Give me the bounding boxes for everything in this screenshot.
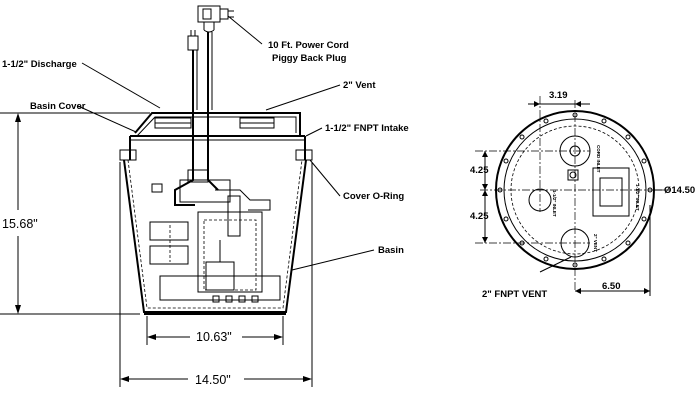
grommet-icon [567,169,579,181]
bolt-holes [497,112,653,268]
basin-cover [129,112,306,160]
cover-oring-label: Cover O-Ring [343,191,404,202]
vent-port-label: 2" VENT [593,234,598,252]
bottom-width-value: 10.63" [196,330,232,344]
pump-cord-icon [187,30,199,110]
top-width-value: 14.50" [195,373,231,387]
pump-assembly [149,110,281,303]
power-cord-label-line1: 10 Ft. Power Cord [268,40,349,51]
offset-top-value: 3.19 [549,90,568,101]
top-view: CORD INLET 1-1/2" INLET 1-1/2" INLET 2" … [470,90,695,300]
piggyback-plug-icon [197,5,234,110]
basin-label: Basin [378,245,404,256]
cord-inlet-port-label: CORD INLET [596,145,601,173]
vent-label: 2" Vent [343,80,376,91]
fnpt-intake-label: 1-1/2" FNPT Intake [325,123,409,134]
bottom-width-dimension [146,316,284,345]
diameter-value: Ø14.50 [664,185,695,196]
top-width-dimension [119,162,313,387]
height-dimension-value: 15.68" [2,217,38,231]
basin-body [119,149,313,315]
left-inlet-port-label: 1-1/2" INLET [552,190,557,217]
offset-bottom-value: 6.50 [602,281,621,292]
power-cord-label-line2: Piggy Back Plug [272,53,347,64]
height-dimension [0,112,150,315]
fnpt-vent-label: 2" FNPT VENT [482,289,547,300]
upper-spacing-value: 4.25 [470,165,489,176]
top-view-dimensions [482,101,662,296]
discharge-label: 1-1/2" Discharge [2,59,77,70]
right-inlet-port-label: 1-1/2" INLET [635,184,640,211]
side-view: 10 Ft. Power Cord Piggy Back Plug 1-1/2"… [0,5,409,387]
lower-spacing-value: 4.25 [470,211,489,222]
side-leaders [77,15,375,271]
basin-cover-label: Basin Cover [30,101,86,112]
right-inlet-port [592,167,630,217]
